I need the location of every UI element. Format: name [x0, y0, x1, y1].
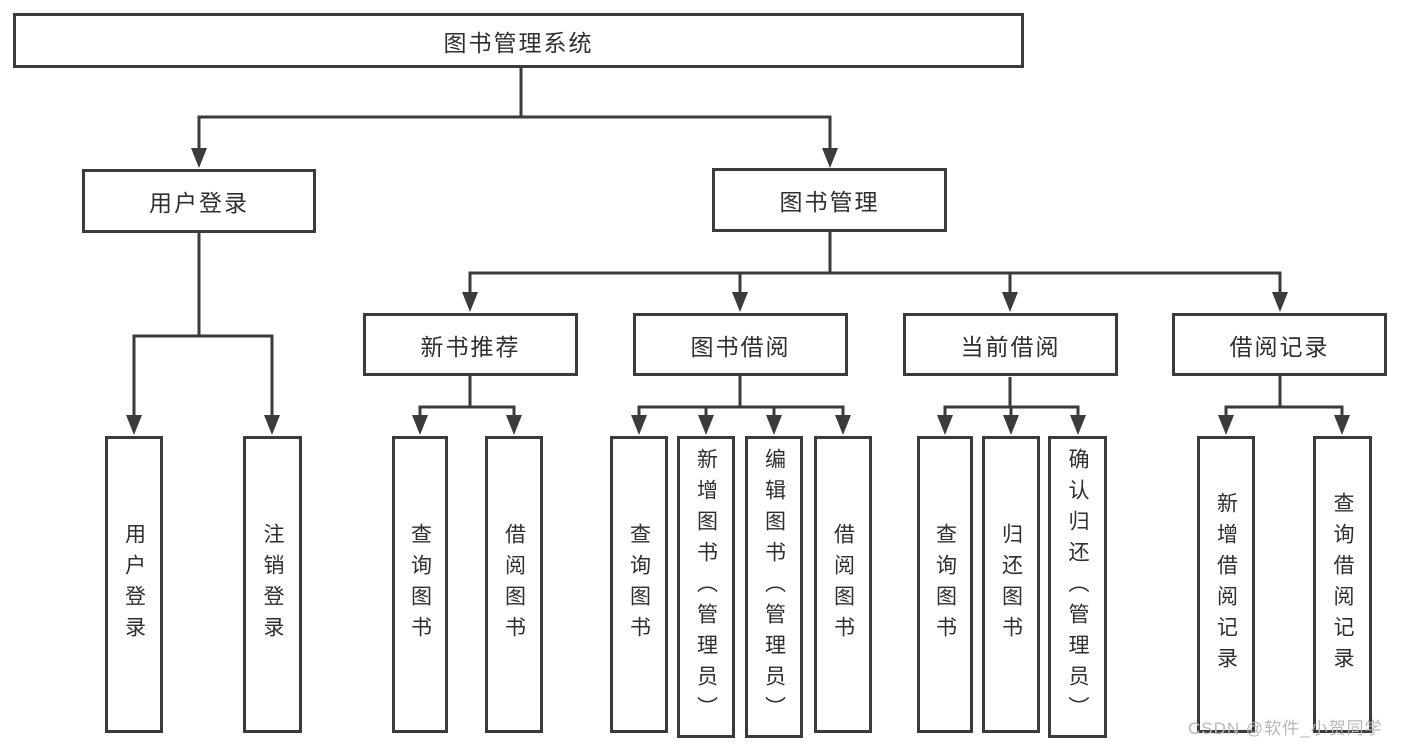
leaf-current-query-books-label: 查询图书: [933, 522, 957, 647]
node-user-login-label: 用户登录: [149, 190, 249, 216]
leaf-borrow-borrow-books-label: 借阅图书: [831, 522, 855, 647]
node-borrow-records: 借阅记录: [1172, 313, 1387, 376]
connector-records-branch: [1224, 376, 1344, 417]
arrowhead: [937, 415, 953, 435]
arrowhead: [126, 415, 142, 435]
leaf-current-confirm-return-admin: 确认归还（管理员）: [1048, 436, 1107, 738]
leaf-borrow-borrow-books: 借阅图书: [814, 436, 872, 733]
leaf-current-return-books-label: 归还图书: [999, 522, 1023, 647]
node-new-book-recommend: 新书推荐: [363, 313, 578, 376]
node-user-login: 用户登录: [82, 169, 316, 233]
arrowhead: [506, 415, 522, 435]
leaf-borrow-edit-books-admin-label: 编辑图书（管理员）: [762, 447, 786, 727]
leaf-borrow-edit-books-admin: 编辑图书（管理员）: [745, 436, 803, 738]
connector-recommend-branch: [418, 376, 516, 417]
leaf-current-return-books: 归还图书: [982, 436, 1040, 733]
leaf-borrow-query-books: 查询图书: [610, 436, 668, 733]
arrowhead: [1272, 292, 1288, 312]
connector-login-branch: [132, 232, 274, 417]
node-borrow-records-label: 借阅记录: [1229, 333, 1330, 360]
arrowhead: [412, 415, 428, 435]
node-book-management-label: 图书管理: [779, 189, 880, 215]
connector-root-to-branches: [197, 68, 832, 150]
leaf-records-query-record-label: 查询借阅记录: [1331, 491, 1354, 678]
leaf-current-confirm-return-admin-label: 确认归还（管理员）: [1066, 447, 1089, 727]
connector-current-branch: [943, 377, 1080, 417]
node-book-management: 图书管理: [712, 168, 947, 232]
leaf-logout-label: 注销登录: [261, 522, 284, 647]
node-new-book-recommend-label: 新书推荐: [420, 333, 521, 360]
node-library-system-label: 图书管理系统: [443, 29, 594, 56]
arrowhead: [822, 148, 838, 168]
leaf-recommend-query-books: 查询图书: [392, 436, 448, 733]
leaf-recommend-borrow-books-label: 借阅图书: [502, 522, 526, 647]
node-current-borrow-label: 当前借阅: [960, 333, 1061, 360]
connector-borrow-branch: [637, 376, 845, 417]
leaf-records-add-record-label: 新增借阅记录: [1214, 491, 1238, 678]
connector-management-to-sections: [468, 231, 1282, 294]
arrowhead: [1003, 415, 1019, 435]
arrowhead: [1334, 415, 1350, 435]
arrowhead: [766, 415, 782, 435]
leaf-records-add-record: 新增借阅记录: [1197, 436, 1255, 733]
leaf-records-query-record: 查询借阅记录: [1313, 436, 1372, 733]
arrowhead: [264, 415, 280, 435]
leaf-current-query-books: 查询图书: [917, 436, 973, 733]
arrowhead: [1070, 415, 1086, 435]
watermark: CSDN @软件_小贺同学: [1188, 719, 1383, 738]
arrowhead: [631, 415, 647, 435]
node-current-borrow: 当前借阅: [903, 313, 1118, 376]
node-book-borrow-label: 图书借阅: [690, 333, 791, 360]
arrowhead: [1218, 415, 1234, 435]
leaf-borrow-add-books-admin: 新增图书（管理员）: [677, 436, 735, 738]
arrowhead: [835, 415, 851, 435]
arrowhead: [732, 292, 748, 312]
arrowhead: [462, 292, 478, 312]
arrowhead: [698, 415, 714, 435]
arrowhead: [1002, 292, 1018, 312]
arrowhead: [191, 148, 207, 168]
node-library-system: 图书管理系统: [13, 13, 1024, 68]
leaf-user-login-label: 用户登录: [122, 522, 146, 647]
leaf-user-login: 用户登录: [105, 436, 163, 733]
leaf-borrow-query-books-label: 查询图书: [627, 522, 651, 647]
leaf-recommend-borrow-books: 借阅图书: [485, 436, 543, 733]
leaf-logout: 注销登录: [243, 436, 302, 733]
node-book-borrow: 图书借阅: [633, 313, 848, 376]
leaf-recommend-query-books-label: 查询图书: [408, 522, 432, 647]
leaf-borrow-add-books-admin-label: 新增图书（管理员）: [694, 447, 718, 727]
